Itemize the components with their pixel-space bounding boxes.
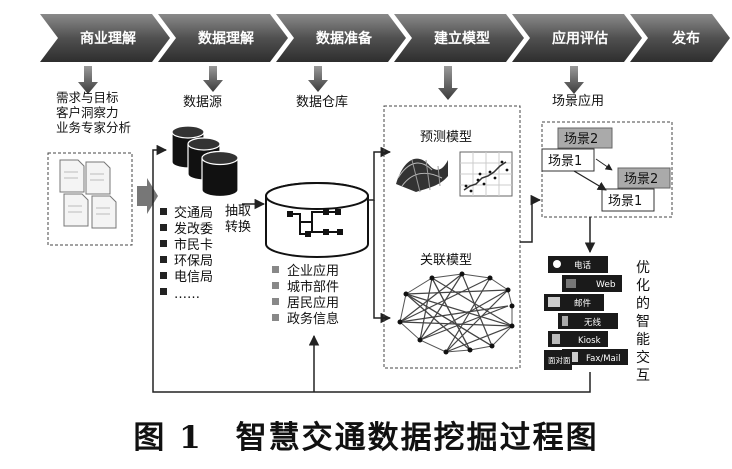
- data-source-item-3: 市民卡: [174, 237, 213, 253]
- document-icon: [59, 159, 117, 229]
- warehouse-item-2: 城市部件: [287, 279, 339, 295]
- assoc-model-label: 关联模型: [420, 253, 472, 268]
- model-box: [383, 105, 521, 369]
- channel-face: [544, 350, 572, 370]
- stage-label-1: 商业理解: [80, 30, 136, 47]
- drop-arrow-1: [78, 66, 98, 94]
- interaction-char-4: 智: [636, 314, 650, 330]
- surface-plot-icon: [392, 150, 450, 196]
- data-warehouse-label: 数据仓库: [296, 94, 348, 110]
- extract-label-1: 抽取: [225, 204, 251, 219]
- scene-card-2: 场景1: [548, 154, 582, 169]
- interaction-char-2: 化: [636, 278, 650, 294]
- drop-arrow-5: [564, 66, 584, 94]
- stage-label-6: 发布: [671, 30, 700, 47]
- stage-label-5: 应用评估: [552, 30, 608, 47]
- data-source-item-1: 交通局: [174, 205, 213, 221]
- warehouse-list: 企业应用 城市部件 居民应用 政务信息: [272, 263, 339, 327]
- drop-arrow-4: [438, 66, 458, 100]
- channel-fax-label: Fax/Mail: [586, 354, 620, 364]
- channel-phone: [548, 256, 608, 273]
- documents-box: [47, 152, 133, 246]
- channel-face-label: 面对面: [548, 355, 571, 365]
- stage-chevron-5: [512, 14, 642, 62]
- channel-web-label: Web: [596, 280, 616, 290]
- business-line-1: 需求与目标: [56, 90, 119, 105]
- network-graph-icon: [397, 271, 515, 355]
- model-to-scene-arrow: [520, 194, 542, 243]
- interaction-char-3: 的: [636, 296, 650, 312]
- channel-list: 电话 Web 邮件 无线 Kiosk Fax/Mail 面对面: [544, 256, 628, 370]
- warehouse-to-predict-arrow: [368, 146, 392, 201]
- interaction-vertical-text: 优 化 的 智 能 交 互: [636, 260, 650, 384]
- docs-to-source-arrow: [137, 178, 158, 214]
- predict-model-label: 预测模型: [420, 130, 472, 145]
- scene-card-3: 场景2: [624, 172, 658, 187]
- extract-label-2: 转换: [225, 220, 251, 235]
- warehouse-item-3: 居民应用: [287, 295, 339, 311]
- stage-label-2: 数据理解: [198, 30, 254, 47]
- stage-chevron-2: [158, 14, 288, 62]
- data-source-list: 交通局 发改委 市民卡 环保局 电信局 ……: [160, 205, 213, 302]
- channel-fax: [562, 349, 628, 365]
- channel-mail-label: 邮件: [574, 298, 592, 309]
- stage-label-4: 建立模型: [434, 30, 490, 47]
- stage-chevron-3: [276, 14, 406, 62]
- interaction-char-6: 交: [636, 349, 650, 366]
- business-line-2: 客户洞察力: [56, 105, 119, 120]
- channel-wireless-label: 无线: [584, 317, 602, 328]
- warehouse-item-4: 政务信息: [287, 311, 339, 327]
- scene-card-1: 场景2: [564, 132, 598, 147]
- data-source-label: 数据源: [183, 95, 222, 110]
- process-stage-bar: 商业理解 数据理解 数据准备 建立模型 应用评估 发布: [40, 14, 730, 62]
- channel-phone-label: 电话: [574, 260, 592, 271]
- warehouse-to-assoc-arrow: [373, 200, 392, 324]
- data-source-item-5: 电信局: [174, 270, 213, 285]
- scatter-plot-icon: [459, 151, 513, 197]
- database-icon: [171, 125, 239, 198]
- drop-arrow-2: [203, 66, 223, 92]
- stage-chevron-1: [40, 14, 170, 62]
- scene-application-label: 场景应用: [552, 93, 604, 109]
- channel-web: [562, 275, 622, 292]
- stage-chevron-4: [394, 14, 524, 62]
- interaction-char-7: 互: [636, 368, 650, 384]
- stage-label-3: 数据准备: [316, 30, 373, 47]
- channel-wireless: [558, 313, 618, 329]
- warehouse-icon: [265, 182, 369, 258]
- data-source-item-4: 环保局: [174, 254, 213, 269]
- business-line-3: 业务专家分析: [56, 120, 131, 135]
- feedback-loop-arrow: [152, 144, 591, 393]
- interaction-char-5: 能: [636, 332, 650, 348]
- warehouse-item-1: 企业应用: [287, 263, 339, 279]
- interaction-char-1: 优: [636, 260, 650, 276]
- channel-kiosk-label: Kiosk: [578, 336, 601, 346]
- data-source-item-6: ……: [174, 287, 200, 302]
- channel-kiosk: [548, 331, 608, 347]
- drop-arrow-3: [308, 66, 328, 92]
- scene-cards: 场景2 场景1 场景2 场景1: [541, 127, 671, 212]
- stage-chevron-6: [630, 14, 730, 62]
- scene-card-4: 场景1: [608, 194, 642, 209]
- stage-drop-arrows: [78, 66, 584, 100]
- figure-caption: 图 1 智慧交通数据挖掘过程图: [133, 420, 598, 456]
- data-source-item-2: 发改委: [174, 221, 213, 237]
